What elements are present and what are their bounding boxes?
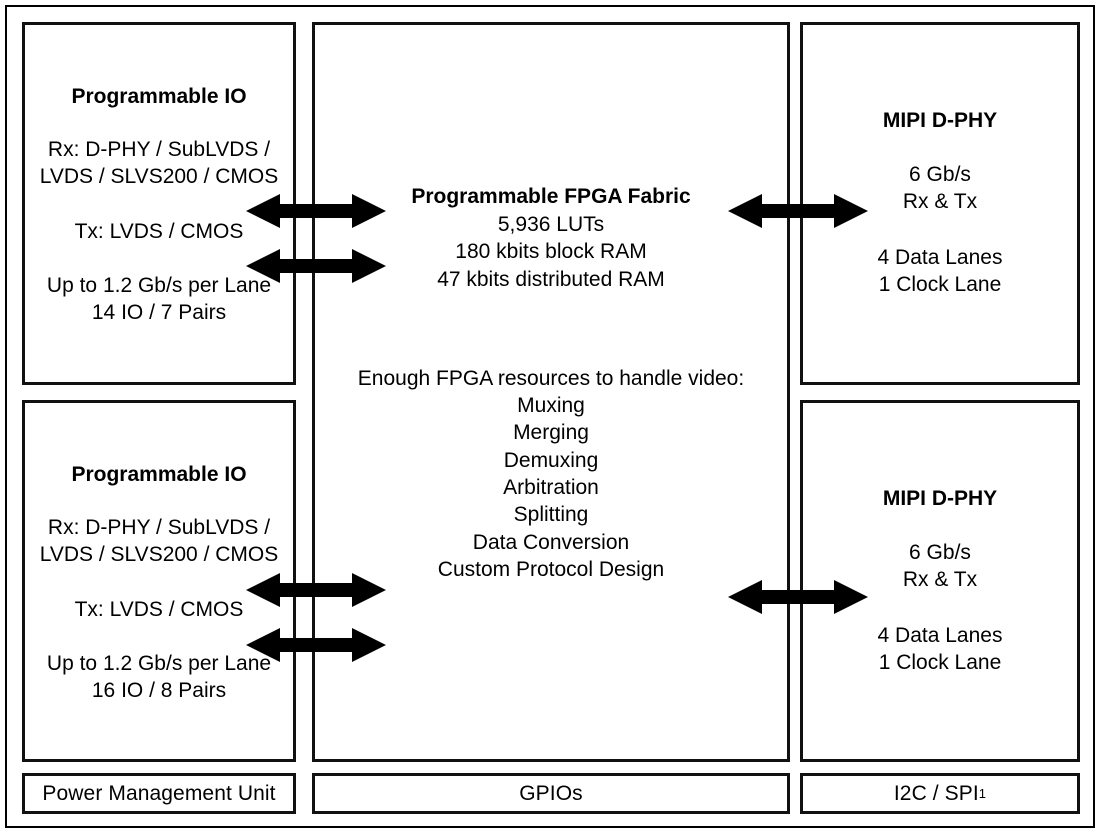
fpga-fabric-feature-3: Arbitration: [503, 476, 599, 500]
programmable-io-top-title: Programmable IO: [71, 85, 247, 108]
mipi-dphy-top-title: MIPI D-PHY: [882, 109, 998, 132]
programmable-io-top-tx: Tx: LVDS / CMOS: [74, 219, 244, 243]
diagram-outer-frame: [5, 5, 1095, 828]
programmable-io-top-rx: Rx: D-PHY / SubLVDS / LVDS / SLVS200 / C…: [39, 138, 279, 189]
programmable-io-top-block: Programmable IO Rx: D-PHY / SubLVDS / LV…: [22, 22, 296, 385]
fpga-fabric-feature-1: Merging: [513, 421, 589, 445]
gpios-box: GPIOs: [312, 773, 790, 814]
fpga-fabric-intro: Enough FPGA resources to handle video:: [357, 366, 745, 390]
arrow-io-bottom-to-fabric-lower: [246, 628, 386, 662]
i2c-spi-label: I2C / SPI: [893, 781, 979, 805]
power-management-unit-box: Power Management Unit: [22, 773, 296, 814]
gpios-label: GPIOs: [519, 781, 583, 805]
arrow-io-top-to-fabric-lower: [246, 249, 386, 283]
fpga-fabric-title: Programmable FPGA Fabric: [411, 185, 691, 208]
arrow-fabric-to-phy-bottom: [728, 580, 868, 614]
fpga-fabric-feature-5: Data Conversion: [472, 530, 630, 554]
fpga-fabric-feature-0: Muxing: [517, 394, 585, 418]
mipi-dphy-top-speed: 6 Gb/s Rx & Tx: [902, 163, 978, 214]
arrow-io-top-to-fabric-upper: [246, 194, 386, 228]
programmable-io-bottom-block: Programmable IO Rx: D-PHY / SubLVDS / LV…: [22, 400, 296, 762]
fpga-fabric-feature-4: Splitting: [513, 503, 589, 527]
power-management-unit-label: Power Management Unit: [42, 781, 276, 805]
mipi-dphy-bottom-block: MIPI D-PHY 6 Gb/s Rx & Tx 4 Data Lanes 1…: [800, 400, 1080, 762]
programmable-io-bottom-rx: Rx: D-PHY / SubLVDS / LVDS / SLVS200 / C…: [39, 516, 279, 567]
arrow-io-bottom-to-fabric-upper: [246, 573, 386, 607]
fpga-fabric-feature-2: Demuxing: [503, 448, 599, 472]
fpga-fabric-specs: 5,936 LUTs 180 kbits block RAM 47 kbits …: [437, 213, 665, 291]
fpga-fabric-feature-6: Custom Protocol Design: [437, 557, 665, 581]
mipi-dphy-bottom-speed: 6 Gb/s Rx & Tx: [902, 541, 978, 592]
fpga-fabric-block: Programmable FPGA Fabric 5,936 LUTs 180 …: [312, 22, 790, 762]
mipi-dphy-bottom-title: MIPI D-PHY: [882, 487, 998, 510]
programmable-io-bottom-tx: Tx: LVDS / CMOS: [74, 597, 244, 621]
arrow-fabric-to-phy-top: [728, 194, 868, 228]
programmable-io-bottom-title: Programmable IO: [71, 463, 247, 486]
programmable-io-top-rate: Up to 1.2 Gb/s per Lane 14 IO / 7 Pairs: [46, 273, 272, 325]
mipi-dphy-bottom-lanes: 4 Data Lanes 1 Clock Lane: [877, 623, 1003, 674]
mipi-dphy-top-lanes: 4 Data Lanes 1 Clock Lane: [877, 245, 1003, 296]
mipi-dphy-top-block: MIPI D-PHY 6 Gb/s Rx & Tx 4 Data Lanes 1…: [800, 22, 1080, 385]
programmable-io-bottom-rate: Up to 1.2 Gb/s per Lane 16 IO / 8 Pairs: [46, 651, 272, 703]
